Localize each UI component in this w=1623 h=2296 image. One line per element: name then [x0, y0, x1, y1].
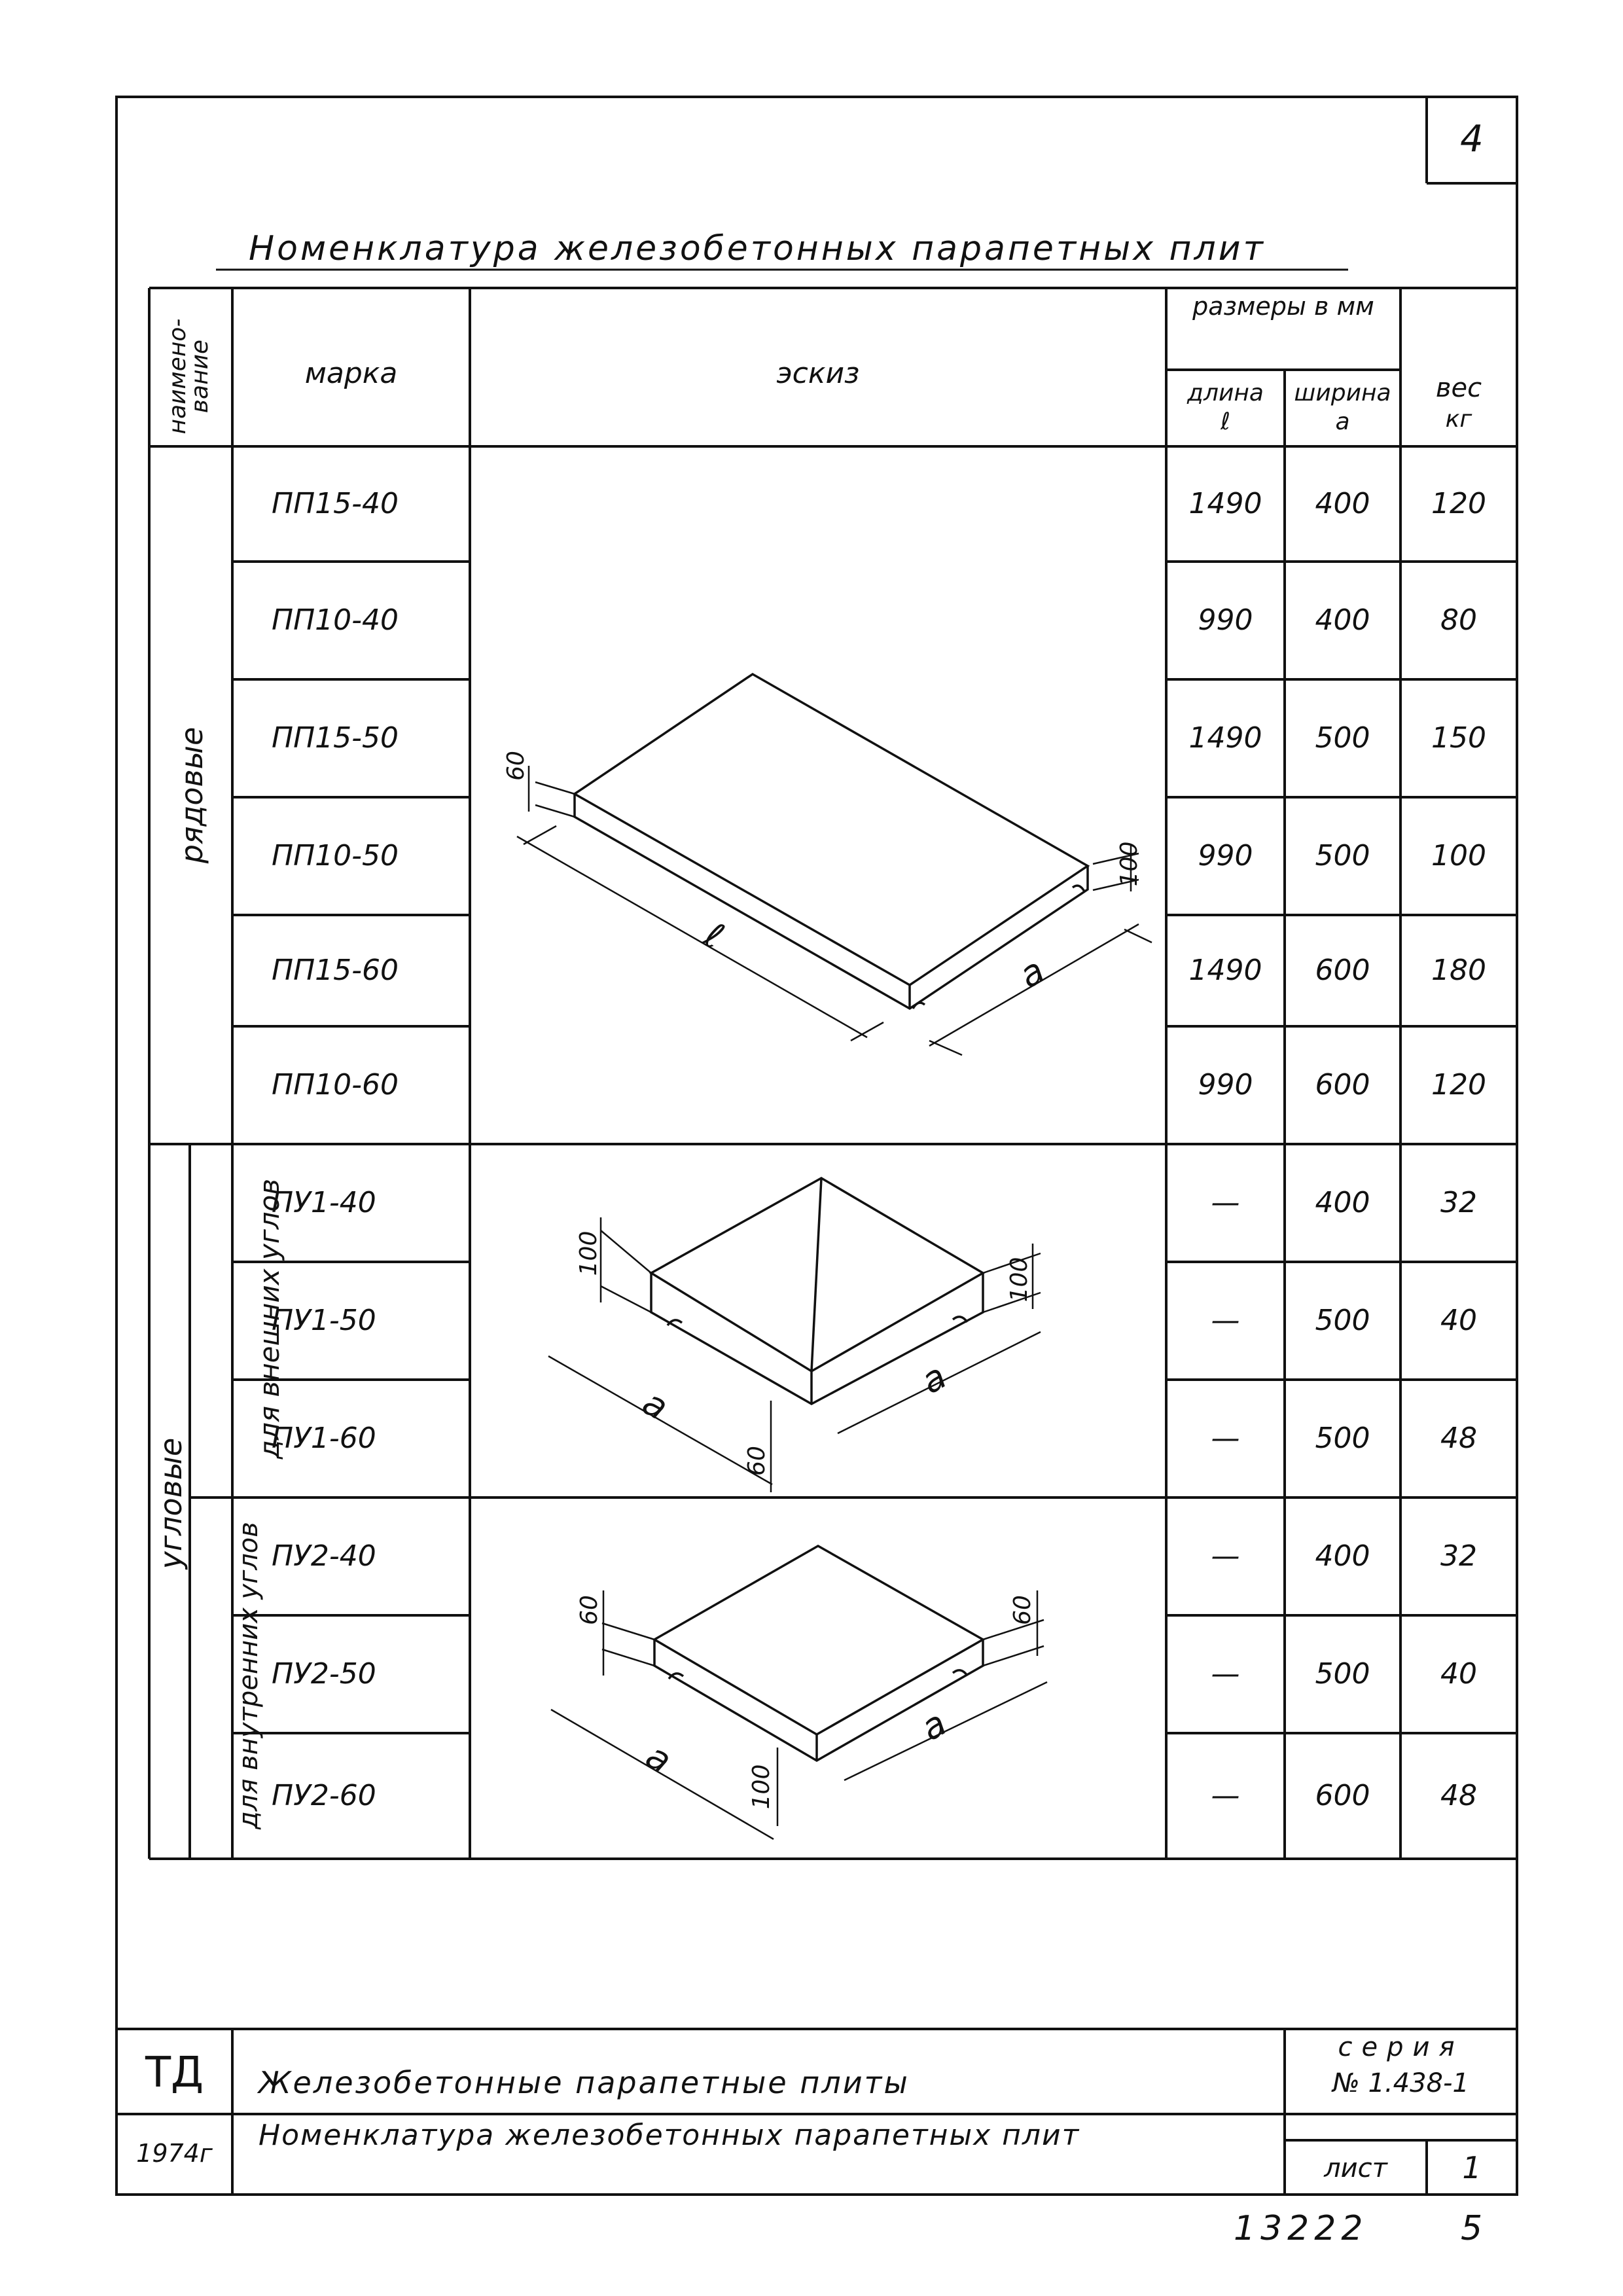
org-logo: ТД: [145, 2049, 204, 2097]
cell-width: 600: [1315, 954, 1370, 987]
cell-width: 400: [1315, 603, 1370, 637]
header-weight: вес: [1435, 373, 1482, 403]
cell-mark: ПУ1-40: [272, 1186, 376, 1219]
header-mark: марка: [304, 357, 398, 390]
cell-width: 600: [1315, 1068, 1370, 1102]
sketch1-edge: 100: [1116, 841, 1143, 887]
cell-length: 990: [1198, 839, 1253, 872]
header-width-symbol: а: [1335, 408, 1350, 435]
document-title: Номенклатура железобетонных парапетных п…: [259, 2119, 1080, 2152]
cell-weight: 120: [1431, 1068, 1486, 1102]
page-title: Номенклатура железобетонных парапетных п…: [249, 229, 1266, 268]
header-weight-unit: кг: [1445, 406, 1472, 433]
cell-length: —: [1211, 1539, 1240, 1573]
group-ordinary: рядовые: [174, 726, 209, 864]
cell-mark: ПУ2-40: [272, 1539, 376, 1573]
header-width: ширина: [1294, 380, 1391, 406]
page-number: 5: [1461, 2209, 1483, 2248]
cell-weight: 48: [1440, 1779, 1477, 1812]
cell-mark: ПП15-40: [272, 487, 399, 520]
cell-length: 990: [1198, 1068, 1253, 1102]
cell-length: —: [1211, 1304, 1240, 1337]
sheet-value: 1: [1462, 2150, 1482, 2185]
cell-weight: 32: [1440, 1186, 1477, 1219]
cell-width: 500: [1315, 721, 1370, 755]
document-number: 13222: [1234, 2209, 1368, 2248]
header-length-symbol: ℓ: [1221, 408, 1230, 435]
sketch2-top: 100: [575, 1230, 602, 1276]
sketch3-bottom: 100: [748, 1764, 775, 1810]
sketch2-right: 100: [1006, 1257, 1033, 1302]
cell-weight: 32: [1440, 1539, 1477, 1573]
cell-mark: ПП10-60: [272, 1068, 399, 1102]
sketch-outer-corner: [548, 1176, 1041, 1492]
cell-weight: 48: [1440, 1422, 1477, 1455]
cell-mark: ПП10-50: [272, 839, 399, 872]
cell-weight: 180: [1431, 954, 1486, 987]
cell-length: —: [1211, 1657, 1240, 1691]
cell-width: 400: [1315, 1539, 1370, 1573]
cell-mark: ПУ2-60: [272, 1779, 376, 1812]
cell-length: 1490: [1188, 721, 1262, 755]
cell-mark: ПП10-40: [272, 603, 399, 637]
cell-weight: 120: [1431, 487, 1486, 520]
cell-mark: ПУ1-50: [272, 1304, 376, 1337]
cell-length: 1490: [1188, 954, 1262, 987]
series-label: серия: [1338, 2032, 1464, 2062]
cell-width: 500: [1315, 1304, 1370, 1337]
cell-weight: 80: [1440, 603, 1477, 637]
cell-mark: ПП15-60: [272, 954, 399, 987]
cell-width: 600: [1315, 1779, 1370, 1812]
cell-mark: ПУ1-60: [272, 1422, 376, 1455]
sketch1-thickness: 60: [503, 751, 529, 781]
sheet-number: 4: [1460, 118, 1484, 160]
year: 1974г: [136, 2139, 213, 2168]
group-corner: угловые: [153, 1437, 188, 1570]
header-sketch: эскиз: [776, 357, 860, 390]
cell-length: —: [1211, 1779, 1240, 1812]
series-number: № 1.438-1: [1332, 2068, 1469, 2098]
sketch2-bottom: 60: [743, 1446, 770, 1476]
header-name: наимено-вание: [164, 318, 213, 435]
sketch3-top: 60: [576, 1595, 603, 1625]
group-inner-corner: для внутренних углов: [234, 1522, 264, 1829]
sheet-label: лист: [1324, 2153, 1387, 2183]
cell-width: 500: [1315, 1422, 1370, 1455]
header-dimensions: размеры в мм: [1192, 292, 1374, 321]
cell-width: 400: [1315, 1186, 1370, 1219]
sketch-ordinary-slab: [516, 672, 1152, 1056]
header-length: длина: [1187, 380, 1264, 406]
cell-weight: 100: [1431, 839, 1486, 872]
sketch3-right: 60: [1009, 1595, 1036, 1625]
cell-mark: ПП15-50: [272, 721, 399, 755]
cell-mark: ПУ2-50: [272, 1657, 376, 1691]
sketch-inner-corner: [550, 1544, 1048, 1840]
cell-length: 1490: [1188, 487, 1262, 520]
cell-length: 990: [1198, 603, 1253, 637]
cell-length: —: [1211, 1186, 1240, 1219]
product-title: Железобетонные парапетные плиты: [259, 2065, 910, 2100]
cell-weight: 40: [1440, 1304, 1477, 1337]
cell-width: 500: [1315, 1657, 1370, 1691]
cell-width: 500: [1315, 839, 1370, 872]
cell-width: 400: [1315, 487, 1370, 520]
cell-length: —: [1211, 1422, 1240, 1455]
cell-weight: 150: [1431, 721, 1486, 755]
cell-weight: 40: [1440, 1657, 1477, 1691]
